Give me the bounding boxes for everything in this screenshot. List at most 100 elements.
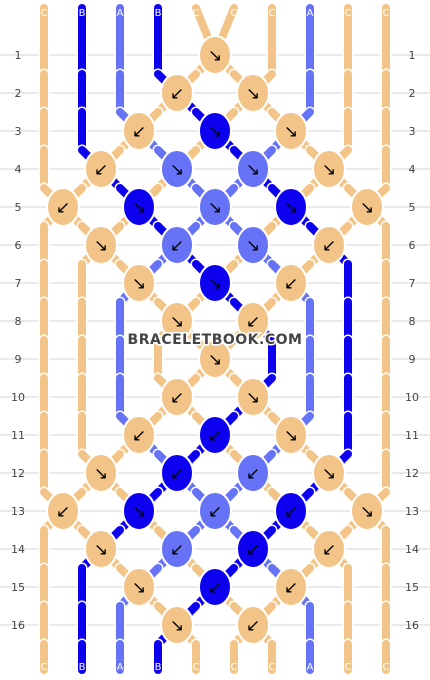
top-strand-label: B xyxy=(79,8,86,19)
top-strand-label: C xyxy=(383,8,390,19)
knot xyxy=(198,111,232,151)
knot xyxy=(198,187,232,227)
bottom-strand-label: C xyxy=(269,662,276,673)
knot-arrow-icon: ↙ xyxy=(132,122,146,142)
bottom-strand-label: C xyxy=(383,662,390,673)
knot-arrow-icon: ↘ xyxy=(170,312,184,332)
row-label-left: 6 xyxy=(15,239,22,252)
knot-arrow-icon: ↘ xyxy=(322,160,336,180)
knot-arrow-icon: ↘ xyxy=(208,122,222,142)
knot xyxy=(160,301,194,341)
knot-arrow-icon: ↙ xyxy=(170,464,184,484)
row-label-left: 1 xyxy=(15,49,22,62)
knot xyxy=(198,339,232,379)
knot xyxy=(274,263,308,303)
knot xyxy=(122,491,156,531)
top-strand-label: C xyxy=(231,8,238,19)
knot xyxy=(236,529,270,569)
knot-arrow-icon: ↙ xyxy=(246,540,260,560)
bottom-strand-label: C xyxy=(41,662,48,673)
knots: ↘↙↘↙↘↘↙↘↘↘↙↘↘↘↘↘↙↘↙↘↘↙↘↙↘↙↘↙↙↘↘↙↙↘↙↘↙↙↘↘… xyxy=(46,35,384,645)
row-label-right: 8 xyxy=(409,315,416,328)
row-label-left: 2 xyxy=(15,87,22,100)
knot-arrow-icon: ↙ xyxy=(208,502,222,522)
knot-arrow-icon: ↘ xyxy=(170,160,184,180)
knot xyxy=(274,567,308,607)
knot xyxy=(350,491,384,531)
knot-arrow-icon: ↙ xyxy=(170,540,184,560)
knot-arrow-icon: ↘ xyxy=(208,274,222,294)
knot xyxy=(236,73,270,113)
knot xyxy=(160,605,194,645)
knot xyxy=(160,149,194,189)
knot-arrow-icon: ↙ xyxy=(322,236,336,256)
knot xyxy=(312,225,346,265)
knot xyxy=(274,187,308,227)
knot xyxy=(236,605,270,645)
knot xyxy=(198,415,232,455)
row-label-left: 14 xyxy=(11,543,25,556)
knot-arrow-icon: ↙ xyxy=(246,312,260,332)
knot-arrow-icon: ↘ xyxy=(132,274,146,294)
row-label-right: 7 xyxy=(409,277,416,290)
knot-arrow-icon: ↘ xyxy=(94,464,108,484)
knot-arrow-icon: ↘ xyxy=(170,616,184,636)
bottom-strand-label: A xyxy=(117,662,124,673)
top-strand-label: A xyxy=(117,8,124,19)
knot-arrow-icon: ↙ xyxy=(94,160,108,180)
knot xyxy=(198,263,232,303)
knot-arrow-icon: ↘ xyxy=(360,502,374,522)
knot-arrow-icon: ↘ xyxy=(208,198,222,218)
row-label-left: 13 xyxy=(11,505,25,518)
knot-arrow-icon: ↘ xyxy=(360,198,374,218)
top-strand-label: C xyxy=(269,8,276,19)
knot-arrow-icon: ↘ xyxy=(284,198,298,218)
knot xyxy=(160,225,194,265)
knot xyxy=(274,111,308,151)
knot xyxy=(160,529,194,569)
knot xyxy=(84,149,118,189)
row-label-right: 10 xyxy=(405,391,419,404)
row-label-right: 16 xyxy=(405,619,419,632)
knot-arrow-icon: ↙ xyxy=(56,198,70,218)
knot xyxy=(122,567,156,607)
knot-arrow-icon: ↘ xyxy=(322,464,336,484)
row-label-right: 2 xyxy=(409,87,416,100)
knot-arrow-icon: ↙ xyxy=(284,578,298,598)
knot xyxy=(236,149,270,189)
bottom-strand-label: C xyxy=(231,662,238,673)
row-label-left: 5 xyxy=(15,201,22,214)
knot xyxy=(236,453,270,493)
bottom-strand-label: B xyxy=(79,662,86,673)
row-label-left: 9 xyxy=(15,353,22,366)
knot-arrow-icon: ↙ xyxy=(284,274,298,294)
knot-arrow-icon: ↙ xyxy=(208,578,222,598)
knot-arrow-icon: ↙ xyxy=(170,84,184,104)
knot-arrow-icon: ↘ xyxy=(246,236,260,256)
top-strand-label: C xyxy=(41,8,48,19)
knot xyxy=(236,301,270,341)
top-strand-label: B xyxy=(155,8,162,19)
row-label-right: 4 xyxy=(409,163,416,176)
row-label-right: 15 xyxy=(405,581,419,594)
knot-arrow-icon: ↙ xyxy=(56,502,70,522)
row-label-left: 7 xyxy=(15,277,22,290)
knot xyxy=(46,187,80,227)
top-strand-label: A xyxy=(307,8,314,19)
knot-arrow-icon: ↘ xyxy=(208,350,222,370)
knot xyxy=(84,453,118,493)
knot xyxy=(312,529,346,569)
top-strand-label: C xyxy=(193,8,200,19)
knot xyxy=(46,491,80,531)
knot xyxy=(198,35,232,75)
knot xyxy=(312,149,346,189)
row-label-right: 12 xyxy=(405,467,419,480)
knot xyxy=(198,491,232,531)
row-label-left: 15 xyxy=(11,581,25,594)
knot-arrow-icon: ↘ xyxy=(246,84,260,104)
bottom-strand-label: A xyxy=(307,662,314,673)
knot xyxy=(122,111,156,151)
